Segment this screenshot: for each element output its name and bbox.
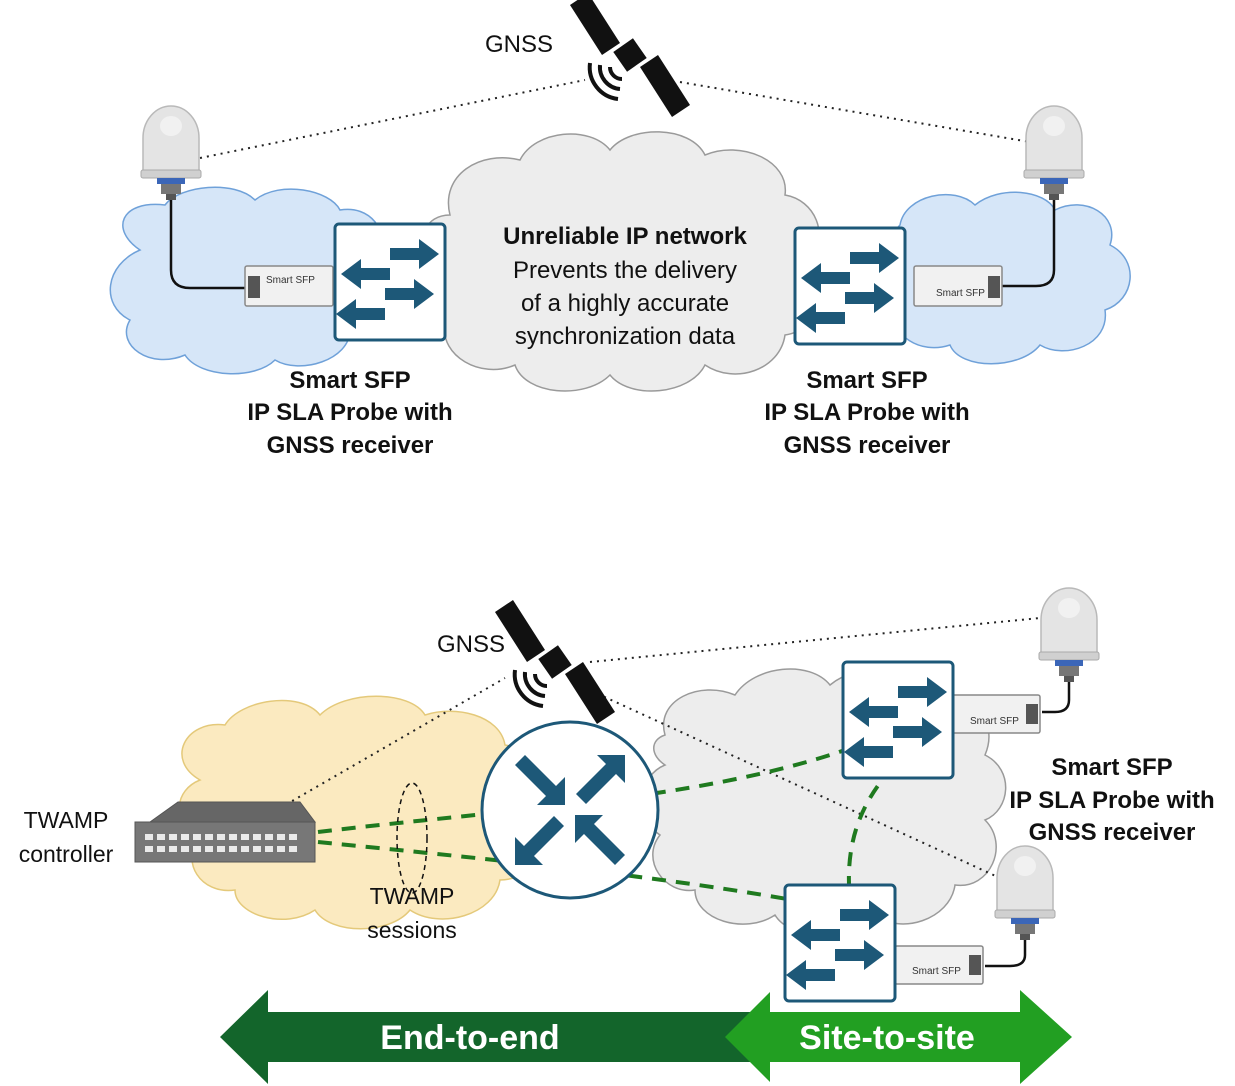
svg-text:Smart SFP: Smart SFP — [266, 275, 315, 286]
gnss-label-bottom: GNSS — [437, 631, 505, 658]
svg-text:Smart SFP: Smart SFP — [936, 288, 985, 299]
gnss-label-top: GNSS — [485, 31, 553, 58]
controller-label-1: TWAMP — [24, 807, 109, 833]
probe-caption-left-3: GNSS receiver — [267, 432, 434, 459]
site-to-site-label: Site-to-site — [799, 1019, 975, 1057]
svg-text:Smart SFP: Smart SFP — [970, 716, 1019, 727]
switch-icon — [333, 222, 447, 342]
svg-text:Smart SFP: Smart SFP — [912, 966, 961, 977]
probe-caption-right-3: GNSS receiver — [784, 432, 951, 459]
network-desc-3: synchronization data — [515, 323, 736, 350]
sfp-module: Smart SFP — [913, 265, 1003, 307]
sessions-ellipse — [396, 782, 428, 894]
antenna-cable — [985, 940, 1027, 968]
probe-caption-right-1: Smart SFP — [806, 367, 927, 394]
satellite-icon — [493, 598, 617, 726]
gnss-antenna-icon — [994, 845, 1056, 941]
sfp-module: Smart SFP — [244, 265, 334, 307]
network-desc-2: of a highly accurate — [521, 290, 729, 317]
gnss-link-left-top — [199, 79, 586, 159]
sessions-label-1: TWAMP — [370, 883, 455, 909]
sfp-module: Smart SFP — [951, 694, 1041, 734]
probe-caption-bottom-1: Smart SFP — [1051, 754, 1172, 781]
antenna-cable — [1000, 200, 1056, 288]
switch-icon — [783, 883, 897, 1003]
gnss-antenna-icon — [140, 105, 202, 201]
end-to-end-label: End-to-end — [380, 1019, 559, 1057]
gnss-link-bottom-2 — [279, 677, 506, 809]
controller-label-2: controller — [19, 841, 114, 867]
site-to-site-arrow — [725, 990, 1072, 1084]
twamp-controller-device — [134, 801, 316, 863]
router-icon — [480, 720, 660, 900]
satellite-icon — [568, 0, 692, 119]
antenna-cable — [1042, 682, 1071, 714]
probe-caption-bottom-3: GNSS receiver — [1029, 819, 1196, 846]
probe-caption-right-2: IP SLA Probe with — [764, 399, 969, 426]
gnss-antenna-icon — [1038, 587, 1100, 683]
probe-caption-left-1: Smart SFP — [289, 367, 410, 394]
sessions-label-2: sessions — [367, 917, 456, 943]
network-desc-1: Prevents the delivery — [513, 257, 737, 284]
antenna-cable — [169, 200, 248, 290]
probe-caption-left-2: IP SLA Probe with — [247, 399, 452, 426]
gnss-link-bottom-1 — [589, 617, 1041, 663]
switch-icon — [793, 226, 907, 346]
probe-caption-bottom-2: IP SLA Probe with — [1009, 787, 1214, 814]
gnss-link-right-top — [679, 81, 1031, 143]
gnss-antenna-icon — [1023, 105, 1085, 201]
switch-icon — [841, 660, 955, 780]
network-title: Unreliable IP network — [503, 223, 747, 250]
sfp-module: Smart SFP — [894, 945, 984, 985]
